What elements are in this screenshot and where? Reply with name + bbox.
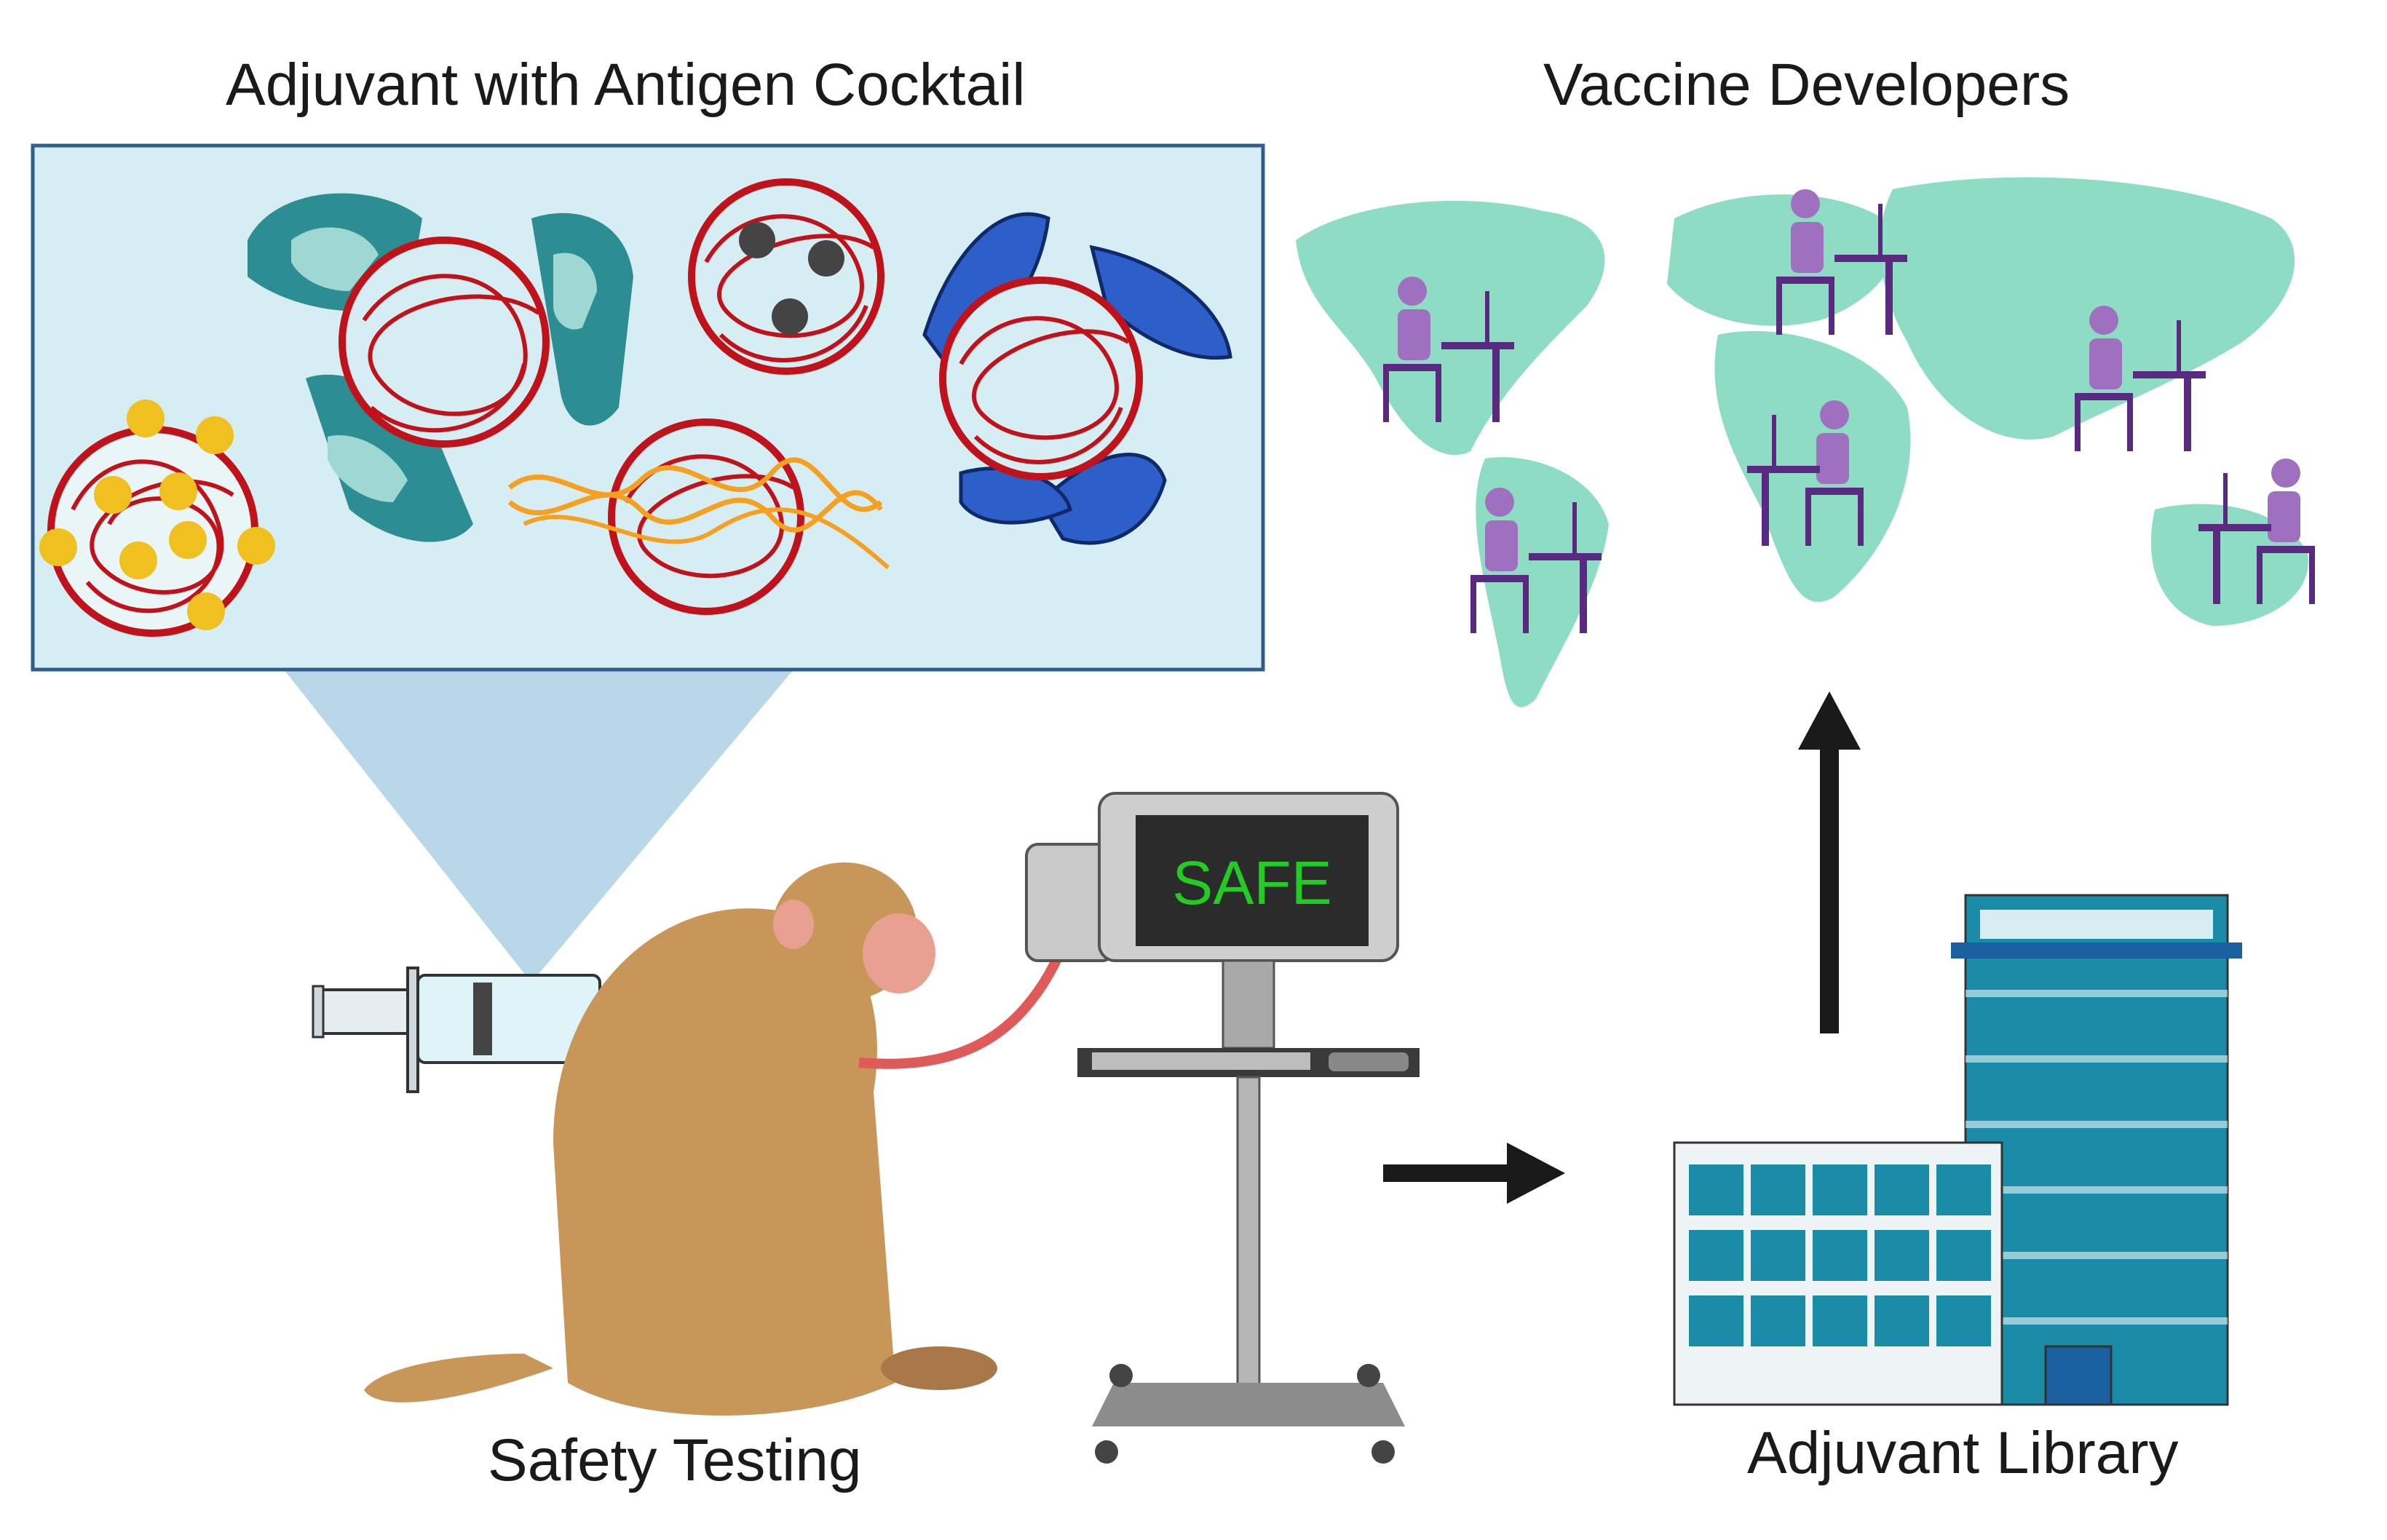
adjuvant-library-label: Adjuvant Library	[1747, 1420, 2179, 1486]
nanoparticle-blue-antigen	[922, 212, 1232, 545]
monitor-cart-icon: SAFE	[1025, 792, 1420, 1464]
nanoparticle-gold	[39, 400, 275, 637]
nanoparticle-dark	[688, 178, 884, 375]
monitor-text: SAFE	[1172, 849, 1331, 917]
world-map-icon	[1296, 177, 2308, 707]
building-icon	[1673, 894, 2242, 1406]
arrow-icon	[1383, 1143, 1565, 1204]
zoom-cone	[284, 670, 793, 983]
monkey-icon	[364, 862, 997, 1416]
nanoparticle-dna	[507, 418, 890, 615]
arrow-up-icon	[1798, 691, 1861, 1033]
telemetry-tube	[858, 944, 1068, 1069]
developer-icon	[1383, 189, 2315, 633]
nanoparticle-teal-antigen	[248, 193, 633, 542]
developers-title: Vaccine Developers	[1543, 52, 2070, 118]
safety-testing-label: Safety Testing	[488, 1427, 862, 1493]
panel-title: Adjuvant with Antigen Cocktail	[226, 52, 1026, 118]
